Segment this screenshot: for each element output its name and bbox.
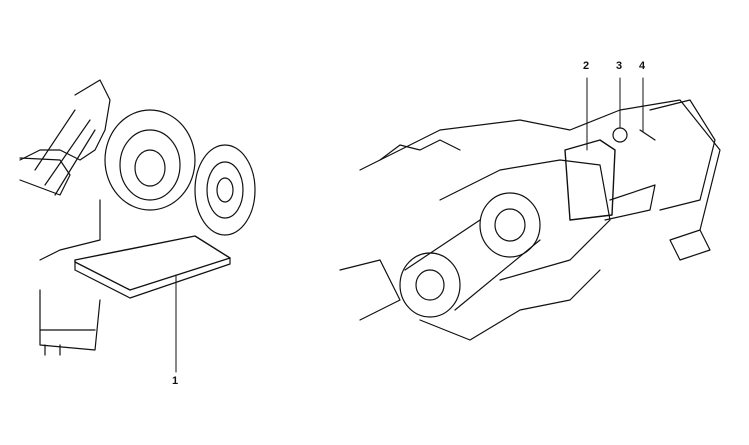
callout-3: 3 bbox=[616, 60, 623, 72]
callout-1: 1 bbox=[172, 375, 179, 387]
left-engine-assembly bbox=[19, 79, 256, 373]
right-engine-assembly bbox=[339, 77, 721, 341]
callout-4: 4 bbox=[639, 60, 646, 72]
callout-2: 2 bbox=[583, 60, 590, 72]
